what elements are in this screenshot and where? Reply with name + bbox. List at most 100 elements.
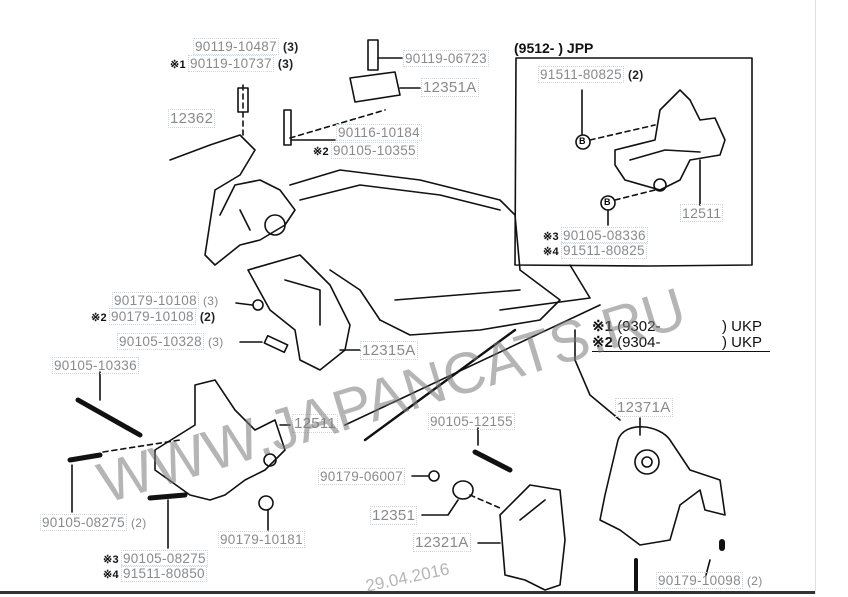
part-label: 90105-08275 (2) [40, 514, 147, 531]
part-number[interactable]: 12315A [360, 341, 418, 360]
variant-mark: ※4 [543, 246, 559, 258]
part-label: 12511 [680, 204, 724, 222]
mount-12351a [349, 71, 401, 103]
part-number[interactable]: 91511-80850 [120, 565, 207, 582]
bolt-icon [263, 334, 289, 354]
variant-mark: ※3 [543, 231, 559, 243]
variant-mark: ※4 [103, 569, 119, 581]
long-bolt-icon [75, 397, 143, 438]
quantity: (3) [282, 40, 299, 54]
inset-header: (9512- ) JPP [514, 40, 594, 56]
variant-mark: ※2 [91, 312, 107, 324]
note-range: (9302- [617, 318, 661, 335]
variant-mark: ※1 [170, 59, 186, 71]
part-number[interactable]: 12351A [421, 78, 479, 97]
quantity: (2) [627, 68, 644, 82]
part-label: 90179-06007 [318, 468, 405, 485]
quantity: (3) [202, 294, 219, 308]
callout-b-label: B [604, 197, 611, 207]
part-number[interactable]: 91511-80825 [538, 66, 624, 83]
part-number[interactable]: 12511 [292, 414, 339, 433]
part-label: 12511 [292, 414, 339, 433]
part-label: 90105-10328 (3) [117, 333, 224, 350]
part-number[interactable]: 12362 [168, 109, 216, 128]
note-region: ) UKP [722, 334, 763, 351]
part-label: 90119-06723 [403, 50, 489, 67]
callout-b-label: B [579, 136, 586, 146]
mount-12371a [599, 426, 726, 546]
part-number[interactable]: 90119-06723 [403, 50, 489, 67]
part-number[interactable]: 91511-80825 [560, 242, 647, 259]
part-number[interactable]: 90105-10336 [52, 357, 139, 374]
bracket-12315a [247, 254, 351, 371]
part-label: 12321A [413, 533, 471, 552]
part-number[interactable]: 90105-08275 [40, 514, 127, 531]
part-label: 90119-10487 (3) [193, 38, 299, 55]
part-label: 90116-10184 [336, 124, 422, 141]
nut-icon [428, 470, 440, 482]
quantity: (3) [277, 57, 294, 71]
part-number[interactable]: 12371A [615, 398, 673, 417]
mount-12362 [169, 134, 296, 266]
variant-mark: ※3 [103, 554, 119, 566]
variant-note: ※1 (9302- ) UKP [592, 318, 762, 335]
quantity: (3) [207, 335, 224, 349]
part-label: 91511-80825 (2) [538, 66, 644, 83]
part-number[interactable]: 90179-10108 [112, 292, 199, 309]
part-label: 12315A [360, 341, 418, 360]
bracket-12321a [499, 484, 566, 591]
quantity: (2) [746, 574, 763, 588]
part-number[interactable]: 12321A [413, 533, 471, 552]
part-number[interactable]: 90116-10184 [336, 124, 422, 141]
inset-box [514, 57, 753, 267]
part-label: 90105-12155 [428, 413, 515, 430]
frame-border-right [815, 0, 816, 594]
part-number[interactable]: 90105-10328 [117, 333, 204, 350]
variant-mark: ※2 [313, 146, 329, 158]
stud-icon [283, 109, 292, 146]
quantity: (2) [130, 516, 147, 530]
part-label: 12351A [421, 78, 479, 97]
part-number[interactable]: 90179-10098 [656, 572, 743, 589]
note-mark: ※2 [592, 334, 613, 351]
frame-border-bottom [0, 591, 815, 594]
callout-b-icon [575, 134, 591, 150]
bolt-icon [367, 39, 379, 71]
part-number[interactable]: 90105-08336 [560, 227, 648, 244]
part-number[interactable]: 90179-10108 [108, 308, 196, 325]
part-number[interactable]: 90179-06007 [318, 468, 405, 485]
part-label: 12351 [370, 506, 418, 525]
nut-icon [252, 299, 264, 311]
note-range: (9304- [617, 334, 661, 351]
part-label: 90179-10181 [218, 531, 305, 548]
part-number[interactable]: 12511 [680, 204, 724, 222]
note-mark: ※1 [592, 318, 613, 335]
inset-mount-bracket [614, 89, 726, 206]
part-number[interactable]: 90119-10737 [187, 55, 274, 72]
part-label: 90179-10098 (2) [656, 572, 763, 589]
nut-icon [258, 495, 274, 511]
quantity: (2) [199, 310, 216, 324]
part-number[interactable]: 90119-10487 [193, 38, 279, 55]
part-number[interactable]: 90105-12155 [428, 413, 515, 430]
part-number[interactable]: 90105-08275 [120, 550, 208, 567]
bushing-12351 [452, 480, 474, 500]
mount-12511 [154, 379, 291, 501]
part-number[interactable]: 12351 [370, 506, 418, 525]
note-region: ) UKP [722, 318, 763, 335]
part-number[interactable]: 90105-10355 [330, 142, 418, 159]
part-label: 90179-10108 (3) [112, 292, 219, 309]
bolt-icon [237, 87, 249, 113]
part-label: 12371A [615, 398, 673, 417]
bolt-icon [472, 449, 513, 473]
part-label: 12362 [168, 109, 216, 128]
part-number[interactable]: 90179-10181 [218, 531, 305, 548]
engine-block [289, 169, 601, 442]
